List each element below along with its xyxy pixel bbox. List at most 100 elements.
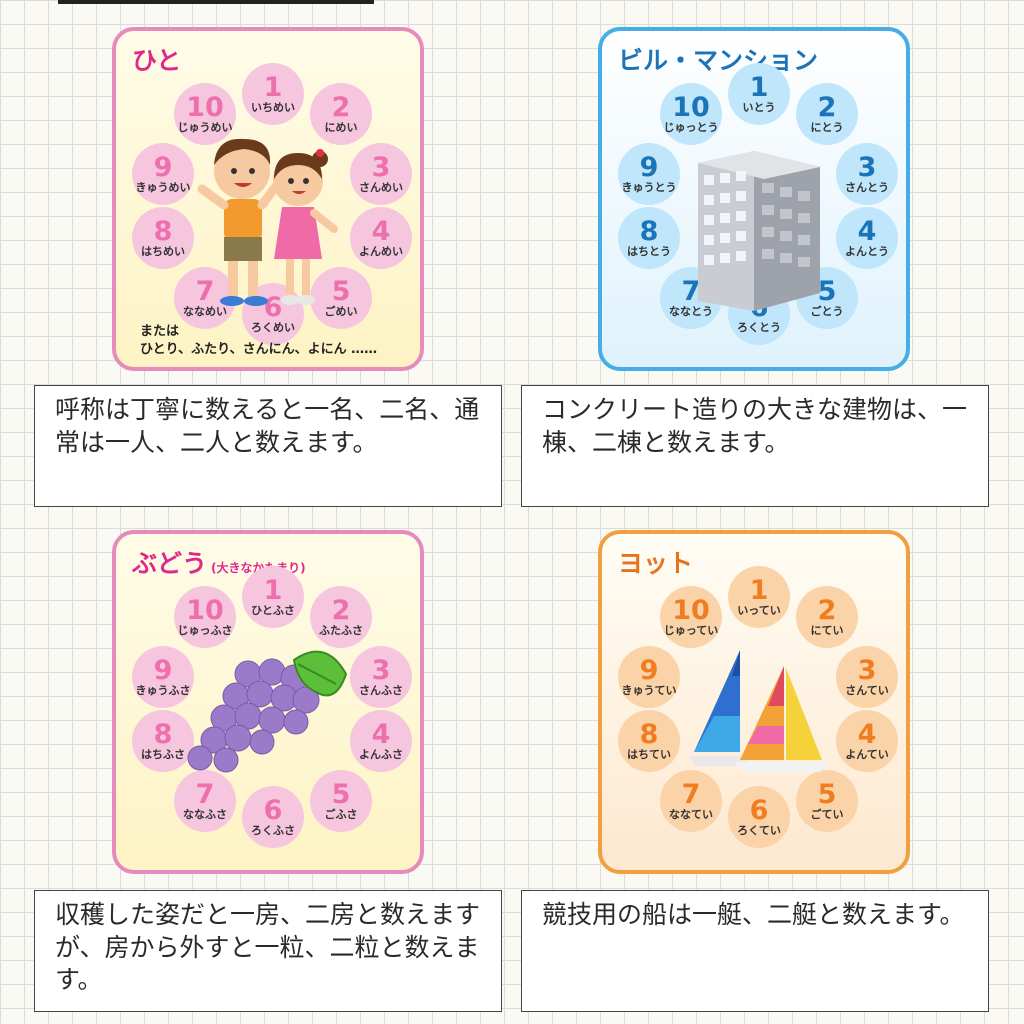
count-reading: きゅうてい: [621, 684, 677, 698]
count-reading: はちとう: [627, 245, 671, 259]
count-reading: じゅうめい: [177, 121, 233, 135]
count-number: 6: [263, 292, 283, 324]
count-reading: ごふさ: [324, 808, 358, 822]
card-title: ヨット: [618, 549, 694, 578]
count-number: 1: [263, 72, 283, 104]
count-number: 5: [817, 779, 837, 811]
count-number: 8: [639, 216, 659, 248]
count-number: 9: [153, 152, 173, 184]
counter-card-building: ビル・マンション 1いとう2にとう3さんとう4よんとう5ごとう6ろくとう7ななと…: [598, 27, 910, 371]
count-number: 10: [186, 595, 224, 627]
count-number: 2: [817, 595, 837, 627]
count-number: 1: [749, 575, 769, 607]
description-box-grapes: 収穫した姿だと一房、二房と数えますが、房から外すと一粒、二粒と数えます。: [34, 890, 502, 1012]
count-number: 8: [153, 719, 173, 751]
count-reading: じゅってい: [663, 624, 719, 638]
count-reading: じゅっとう: [663, 121, 719, 135]
grape-illustration: [187, 650, 348, 773]
top-rule: [58, 0, 374, 4]
count-reading: ごてい: [810, 808, 844, 822]
count-reading: ろくふさ: [251, 824, 295, 838]
count-reading: よんふさ: [359, 748, 403, 762]
count-number: 5: [331, 276, 351, 308]
count-number: 5: [817, 276, 837, 308]
count-number: 8: [639, 719, 659, 751]
count-reading: にとう: [810, 121, 844, 135]
count-number: 6: [263, 795, 283, 827]
count-reading: はちふさ: [141, 748, 185, 762]
count-number: 3: [857, 152, 877, 184]
count-number: 2: [331, 595, 351, 627]
count-number: 9: [639, 152, 659, 184]
count-reading: じゅっふさ: [177, 624, 233, 638]
count-number: 3: [371, 655, 391, 687]
count-reading: よんとう: [845, 245, 889, 259]
count-reading: ごとう: [810, 305, 844, 319]
count-reading: はちめい: [141, 245, 185, 259]
count-reading: きゅうめい: [135, 181, 191, 195]
count-reading: にめい: [324, 121, 358, 135]
count-reading: ろくてい: [737, 824, 781, 838]
count-number: 6: [749, 795, 769, 827]
description-box-people: 呼称は丁寧に数えると一名、二名、通常は一人、二人と数えます。: [34, 385, 502, 507]
count-reading: ななめい: [183, 305, 227, 319]
count-reading: きゅうふさ: [135, 684, 191, 698]
card-title-main: ぶどう: [132, 549, 208, 578]
count-reading: きゅうとう: [621, 181, 677, 195]
children-illustration: [197, 138, 338, 306]
count-number: 2: [817, 92, 837, 124]
count-reading: さんとう: [845, 181, 889, 195]
count-number: 9: [639, 655, 659, 687]
count-number: 1: [263, 575, 283, 607]
count-number: 10: [186, 92, 224, 124]
description-box-building: コンクリート造りの大きな建物は、一棟、二棟と数えます。: [521, 385, 989, 507]
count-number: 4: [371, 719, 391, 751]
count-number: 7: [681, 779, 701, 811]
count-number: 7: [681, 276, 701, 308]
count-number: 1: [749, 72, 769, 104]
count-number: 4: [857, 216, 877, 248]
count-number: 2: [331, 92, 351, 124]
count-reading: ななてい: [669, 808, 713, 822]
card-title: ビル・マンション: [618, 46, 819, 75]
count-number: 9: [153, 655, 173, 687]
building-illustration: [698, 151, 820, 311]
count-reading: ろくめい: [251, 321, 295, 335]
description-box-yacht: 競技用の船は一艇、二艇と数えます。: [521, 890, 989, 1012]
count-reading: ろくとう: [737, 321, 781, 335]
sailboat-illustration: [688, 650, 830, 772]
count-reading: ななとう: [669, 305, 713, 319]
count-number: 10: [672, 92, 710, 124]
count-reading: はちてい: [627, 748, 671, 762]
count-reading: ふたふさ: [319, 624, 363, 638]
count-reading: ごめい: [324, 305, 358, 319]
